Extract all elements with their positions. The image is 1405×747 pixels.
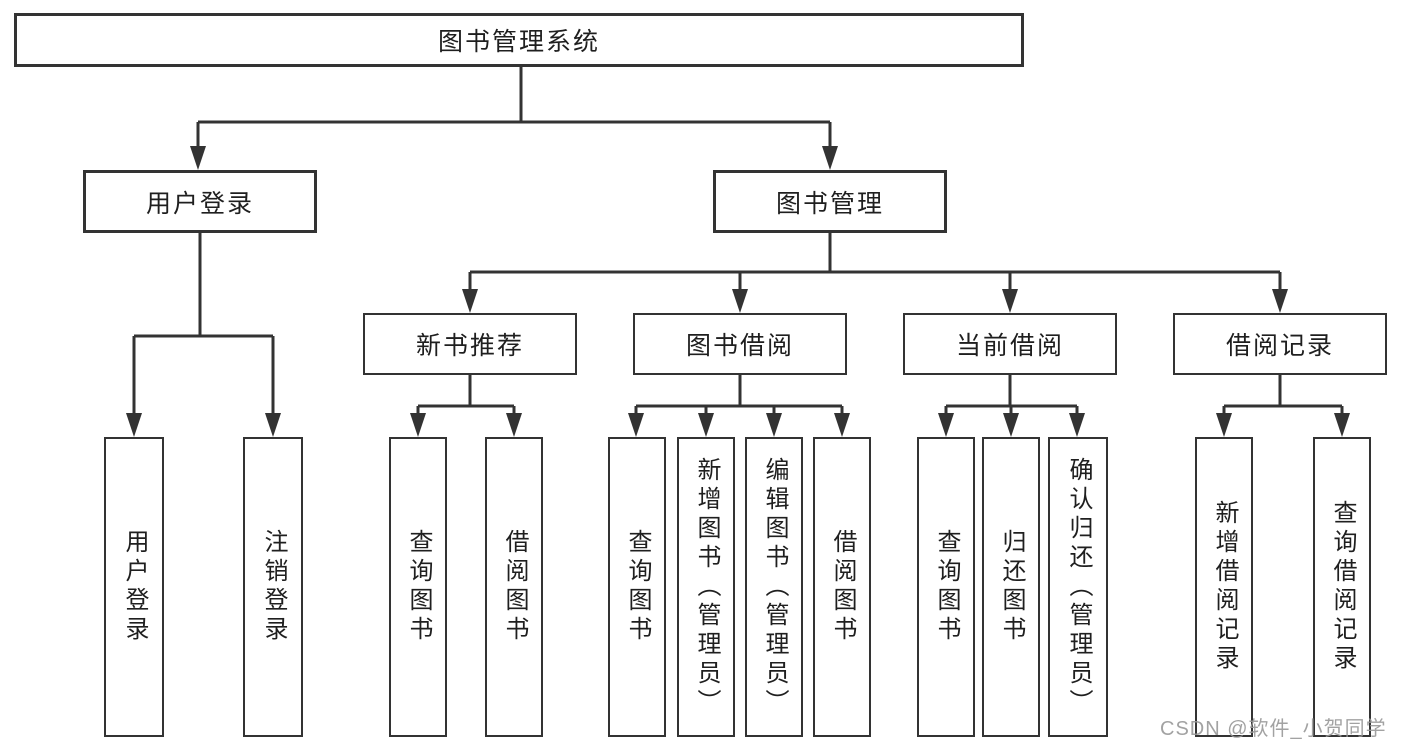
leaf-logout-label: 注销登录 [260, 529, 287, 645]
leaf-bb-edit-books-admin: 编辑图书（管理员） [745, 437, 803, 737]
leaf-bb-borrow-books: 借阅图书 [813, 437, 871, 737]
leaf-nb-query-books: 查询图书 [389, 437, 447, 737]
node-current-borrowing-label: 当前借阅 [955, 332, 1064, 360]
node-user-login: 用户登录 [83, 170, 317, 233]
leaf-br-query-record-label: 查询借阅记录 [1329, 500, 1356, 674]
node-borrowing-records: 借阅记录 [1173, 313, 1387, 375]
leaf-br-add-record: 新增借阅记录 [1195, 437, 1253, 737]
leaf-bb-add-books-admin: 新增图书（管理员） [677, 437, 735, 737]
node-book-borrowing-label: 图书借阅 [685, 332, 794, 360]
leaf-bb-add-books-admin-label: 新增图书（管理员） [693, 456, 720, 718]
leaf-cb-confirm-return-admin: 确认归还（管理员） [1048, 437, 1108, 737]
leaf-br-query-record: 查询借阅记录 [1313, 437, 1371, 737]
leaf-nb-borrow-books-label: 借阅图书 [501, 529, 528, 645]
node-current-borrowing: 当前借阅 [903, 313, 1117, 375]
leaf-bb-query-books: 查询图书 [608, 437, 666, 737]
leaf-nb-query-books-label: 查询图书 [405, 529, 432, 645]
leaf-logout: 注销登录 [243, 437, 303, 737]
csdn-watermark: CSDN @软件_小贺同学 [1160, 718, 1387, 740]
node-root-label: 图书管理系统 [437, 28, 600, 56]
leaf-cb-return-books: 归还图书 [982, 437, 1040, 737]
node-book-management-label: 图书管理 [775, 189, 884, 218]
leaf-cb-query-books: 查询图书 [917, 437, 975, 737]
leaf-nb-borrow-books: 借阅图书 [485, 437, 543, 737]
leaf-user-login-label: 用户登录 [121, 529, 148, 645]
leaf-cb-confirm-return-admin-label: 确认归还（管理员） [1065, 456, 1092, 718]
leaf-cb-return-books-label: 归还图书 [998, 529, 1025, 645]
leaf-bb-borrow-books-label: 借阅图书 [829, 529, 856, 645]
node-new-book-recommend-label: 新书推荐 [415, 332, 524, 360]
node-new-book-recommend: 新书推荐 [363, 313, 577, 375]
node-root-library-system: 图书管理系统 [14, 13, 1024, 67]
leaf-bb-edit-books-admin-label: 编辑图书（管理员） [761, 456, 788, 718]
node-borrowing-records-label: 借阅记录 [1225, 332, 1334, 360]
leaf-cb-query-books-label: 查询图书 [933, 529, 960, 645]
node-user-login-label: 用户登录 [145, 189, 254, 218]
leaf-user-login: 用户登录 [104, 437, 164, 737]
arrowheads [126, 146, 1350, 437]
node-book-management: 图书管理 [713, 170, 947, 233]
leaf-br-add-record-label: 新增借阅记录 [1211, 500, 1238, 674]
leaf-bb-query-books-label: 查询图书 [624, 529, 651, 645]
node-book-borrowing: 图书借阅 [633, 313, 847, 375]
